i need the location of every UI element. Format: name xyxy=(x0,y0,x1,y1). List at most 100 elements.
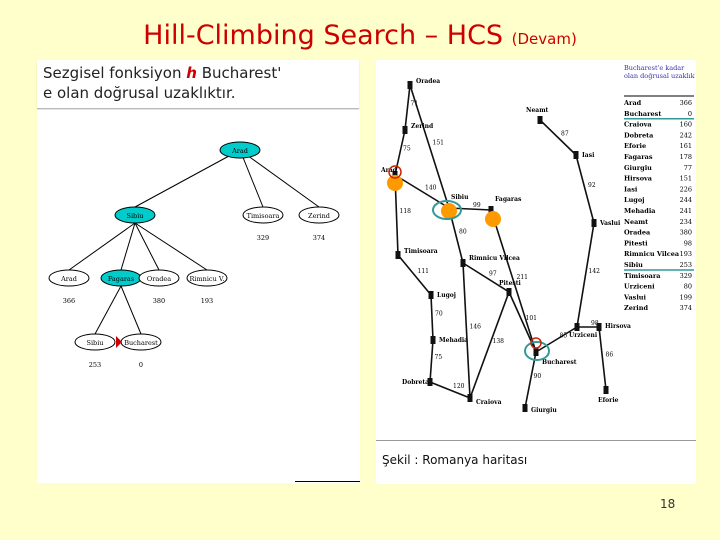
tree-node-arad2: Arad 366 xyxy=(48,269,90,305)
city-dobreta: Dobreta xyxy=(402,378,433,386)
road-distance: 111 xyxy=(418,268,429,275)
road-distance: 87 xyxy=(561,131,569,138)
distance-city: Dobreta xyxy=(624,131,654,139)
road-distance: 142 xyxy=(589,268,601,275)
distance-city: Pitesti xyxy=(624,239,648,247)
table-title-2: olan doğrusal uzaklık xyxy=(624,72,695,80)
road-distance: 140 xyxy=(425,185,437,192)
distance-city: Urziceni xyxy=(624,283,655,291)
tree-node-label: Arad xyxy=(231,147,248,155)
road xyxy=(462,262,510,293)
road xyxy=(535,326,578,353)
road-distance: 85 xyxy=(560,333,568,340)
caption-line-2: e olan doğrusal uzaklıktır. xyxy=(43,84,236,102)
selection-arrow-icon xyxy=(116,336,122,348)
distance-city: Hirsova xyxy=(624,175,653,183)
distance-value: 161 xyxy=(680,142,692,150)
distance-value: 178 xyxy=(680,153,692,161)
road-distance: 97 xyxy=(489,271,497,278)
city-label: Neamt xyxy=(526,107,549,114)
road-distance: 92 xyxy=(588,182,596,189)
distance-city: Giurgiu xyxy=(624,164,652,172)
distance-city: Vaslui xyxy=(623,293,647,301)
visited-marker-icon xyxy=(441,203,457,219)
start-ring-icon xyxy=(388,165,402,179)
city-label: Giurgiu xyxy=(531,407,557,414)
road-distance: 70 xyxy=(435,311,443,318)
road xyxy=(598,326,607,391)
city-fagaras: Fagaras xyxy=(488,196,522,214)
distance-value: 199 xyxy=(680,293,692,301)
city-label: Iasi xyxy=(582,152,595,159)
road-distance: 86 xyxy=(606,352,614,359)
road xyxy=(524,351,537,409)
city-label: Bucharest xyxy=(542,359,577,366)
city-label: Fagaras xyxy=(495,196,522,203)
distance-city: Fagaras xyxy=(624,153,653,161)
distance-city: Lugoj xyxy=(624,196,645,204)
distance-value: 366 xyxy=(680,99,692,107)
road xyxy=(490,209,537,353)
road-distance: 118 xyxy=(400,208,412,215)
goal-marker-icon xyxy=(530,337,542,349)
city-label: Zerind xyxy=(411,123,434,130)
road xyxy=(539,119,577,156)
divider-line xyxy=(295,481,360,482)
city-mehadia: Mehadia xyxy=(430,336,468,344)
city-vaslui: Vaslui xyxy=(591,219,621,227)
distance-city: Eforie xyxy=(624,142,646,150)
distance-value: 253 xyxy=(680,261,692,269)
tree-node-label: Fagaras xyxy=(108,275,134,283)
road xyxy=(404,84,411,131)
slide-title-suffix: (Devam) xyxy=(511,30,577,48)
tree-node-value: 253 xyxy=(89,361,101,369)
city-urziceni: Urziceni xyxy=(569,323,598,339)
tree-node-label: Timisoara xyxy=(247,212,280,220)
distance-city: Bucharest xyxy=(624,110,661,118)
road-distance: 90 xyxy=(534,373,542,380)
slide-title-main: Hill-Climbing Search – HCS xyxy=(143,20,504,51)
city-label: Lugoj xyxy=(437,292,456,299)
city-label: Mehadia xyxy=(439,337,468,344)
tree-node-value: 374 xyxy=(313,234,325,242)
distance-value: 151 xyxy=(680,175,692,183)
tree-node-value: 366 xyxy=(63,297,75,305)
tree-node-label: Sibiu xyxy=(127,212,144,220)
page-number: 18 xyxy=(660,497,676,511)
road xyxy=(394,129,406,176)
map-caption-text: Şekil : Romanya haritası xyxy=(382,453,528,467)
distance-value: 380 xyxy=(680,229,692,237)
city-hirsova: Hirsova xyxy=(596,323,631,331)
city-label: Pitesti xyxy=(499,280,522,287)
distance-value: 98 xyxy=(684,239,692,247)
city-label: Hirsova xyxy=(605,323,631,330)
road-distance: 101 xyxy=(526,315,537,322)
distance-city: Timisoara xyxy=(624,272,661,280)
road-distance: 120 xyxy=(453,383,465,390)
tree-node-label: Rimnicu V. xyxy=(190,275,225,283)
road-distance: 146 xyxy=(470,324,482,331)
city-label: Vaslui xyxy=(599,220,621,227)
city-eforie: Eforie xyxy=(598,386,619,404)
city-label: Sibiu xyxy=(451,194,469,201)
distance-city: Iasi xyxy=(624,185,638,193)
city-craiova: Craiova xyxy=(467,394,502,406)
city-label: Oradea xyxy=(416,78,440,85)
city-lugoj: Lugoj xyxy=(428,291,456,299)
tree-node-label: Arad xyxy=(60,275,77,283)
